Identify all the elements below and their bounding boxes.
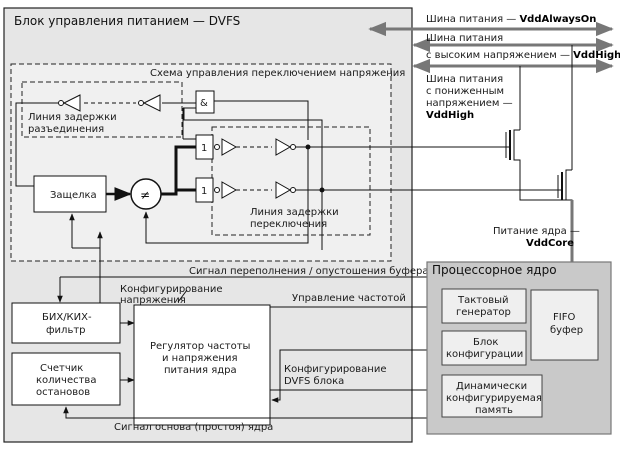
comparator-to-gates (161, 145, 196, 196)
regulator-label-2: и напряжения (162, 353, 237, 364)
fifo-label: FIFO (553, 312, 575, 323)
and-gate-label: & (200, 98, 208, 109)
feedback-to-comparator (143, 211, 160, 244)
freq-control-label: Управление частотой (292, 293, 406, 304)
voltage-config-label-2: напряжения (120, 295, 186, 306)
transistor-1-body (513, 129, 570, 201)
core-power-label: Питание ядра — (493, 226, 580, 237)
isolation-buffer-left (62, 94, 81, 112)
bus-always-on-label: Шина питания — VddAlwaysOn (426, 14, 596, 25)
config-unit-block (441, 330, 527, 366)
clock-gen-label-2: генератор (456, 307, 511, 318)
or-gate-top-label: 1 (201, 143, 207, 154)
bus-low-label-3: напряжением — (426, 98, 513, 109)
isolation-delay-label: Линия задержки (28, 112, 117, 123)
comparator-label: ≠ (140, 188, 150, 202)
voltage-config-label: Конфигурирование (120, 284, 223, 295)
or-gate-bottom-label: 1 (201, 186, 207, 197)
latch-label: Защелка (50, 190, 97, 201)
and-gate (195, 90, 215, 114)
isolation-buffer-right (142, 94, 161, 112)
counter-label-3: остановов (36, 387, 90, 398)
regulator-label-3: питания ядра (164, 365, 237, 376)
core-power-label-2: VddCore (526, 238, 574, 249)
dvfs-config-label-2: DVFS блока (284, 376, 344, 387)
switch-bottom-buffer-2 (275, 181, 292, 199)
core-idle-label: Сигнал основа (простоя) ядра (114, 422, 273, 433)
switch-delay-label-2: переключения (250, 219, 327, 230)
memory-block (441, 374, 543, 418)
isolation-wire-out (15, 102, 58, 187)
filter-label-2: фильтр (46, 325, 86, 336)
counter-block (11, 352, 121, 406)
regulator-label: Регулятор частоты (150, 341, 250, 352)
isolation-buffer-right-bubble (138, 100, 144, 106)
switch-scheme-title: Схема управления переключением напряжени… (150, 68, 405, 79)
clock-gen-block (441, 288, 527, 324)
switch-bottom-feedback (183, 108, 323, 190)
counter-label: Счетчик (40, 363, 83, 374)
clock-gen-label: Тактовый (457, 295, 509, 306)
voltage-config-tick (177, 289, 188, 303)
memory-label-2: конфигурируемая (446, 393, 542, 404)
bus-high-label-2: с высоким напряжением — VddHigh (426, 50, 620, 61)
counter-label-2: количества (36, 375, 96, 386)
filter-block (11, 302, 121, 344)
dvfs-config-label: Конфигурирование (284, 364, 387, 375)
config-unit-label-2: конфигурации (446, 349, 523, 360)
switch-top-buffer-1 (221, 138, 238, 156)
switch-bottom-bubble (214, 187, 220, 193)
fifo-block (530, 289, 599, 361)
bus-low-label: Шина питания (426, 74, 503, 85)
switch-top-bubble-2 (290, 144, 296, 150)
switch-bottom-bubble-2 (290, 187, 296, 193)
isolation-buffer-left-bubble (58, 100, 64, 106)
bus-low-label-4: VddHigh (426, 110, 474, 121)
config-unit-label: Блок (473, 337, 498, 348)
and-out (214, 100, 309, 140)
isolation-delay-label-2: разъединения (28, 124, 104, 135)
switch-delay-label: Линия задержки (250, 207, 339, 218)
switch-bottom-buffer-1 (221, 181, 238, 199)
switch-top-buffer-2 (275, 138, 292, 156)
bus-low-label-2: с пониженным (426, 86, 504, 97)
core-idle-line (63, 406, 436, 419)
latch-block (33, 175, 107, 213)
filter-label: БИХ/КИХ- (42, 312, 92, 323)
buffer-signal-label: Сигнал переполнения / опустошения буфера (189, 266, 429, 277)
dvfs-title: Блок управления питанием — DVFS (14, 14, 240, 28)
memory-label-3: память (475, 405, 513, 416)
regulator-block (133, 304, 271, 426)
isolation-delay-region (21, 81, 183, 138)
switch-top-bubble (214, 144, 220, 150)
cpu-title: Процессорное ядро (432, 263, 557, 277)
switch-delay-region (211, 126, 371, 236)
switch-top-feedback (160, 147, 309, 244)
fifo-label-2: буфер (550, 325, 583, 336)
dvfs-config-line (271, 349, 436, 403)
memory-label: Динамически (456, 381, 527, 392)
bus-high-label: Шина питания (426, 33, 503, 44)
